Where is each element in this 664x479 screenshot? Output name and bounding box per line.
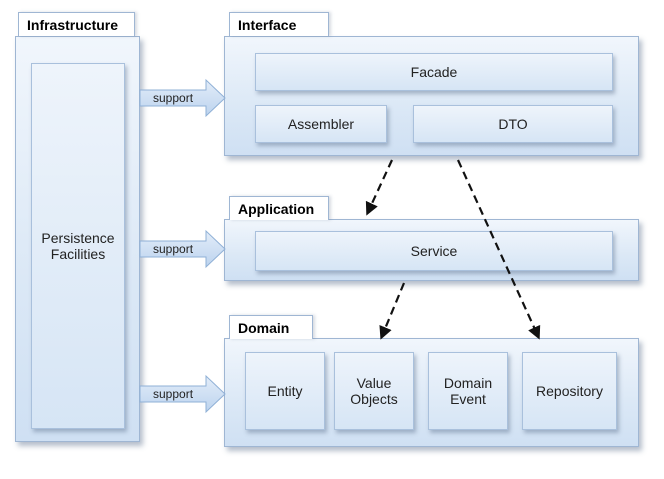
domain-event-label: Domain Event [443,375,493,407]
support-label-application: support [153,242,194,256]
assembler-label: Assembler [287,116,355,132]
value-objects-label: Value Objects [350,375,398,407]
dto-box: DTO [413,105,613,143]
assembler-box: Assembler [255,105,387,143]
dependency-arrow-assembler-to-application [365,159,393,216]
repository-label: Repository [536,383,603,399]
persistence-facilities-label: Persistence Facilities [41,230,115,262]
support-label-interface: support [153,91,194,105]
value-objects-box: Value Objects [334,352,414,430]
service-box: Service [255,231,613,271]
facade-box: Facade [255,53,613,91]
dependency-arrow-service-to-value-objects [379,282,406,340]
infrastructure-tab: Infrastructure [18,12,135,36]
persistence-facilities-box: Persistence Facilities [31,63,125,429]
dto-label: DTO [498,116,528,132]
application-tab: Application [229,196,329,220]
entity-box: Entity [245,352,325,430]
service-label: Service [410,243,458,259]
domain-tab: Domain [229,315,313,339]
facade-label: Facade [410,64,458,80]
repository-box: Repository [522,352,617,430]
support-label-domain: support [153,387,194,401]
interface-tab: Interface [229,12,329,36]
domain-event-box: Domain Event [428,352,508,430]
entity-label: Entity [267,383,303,399]
